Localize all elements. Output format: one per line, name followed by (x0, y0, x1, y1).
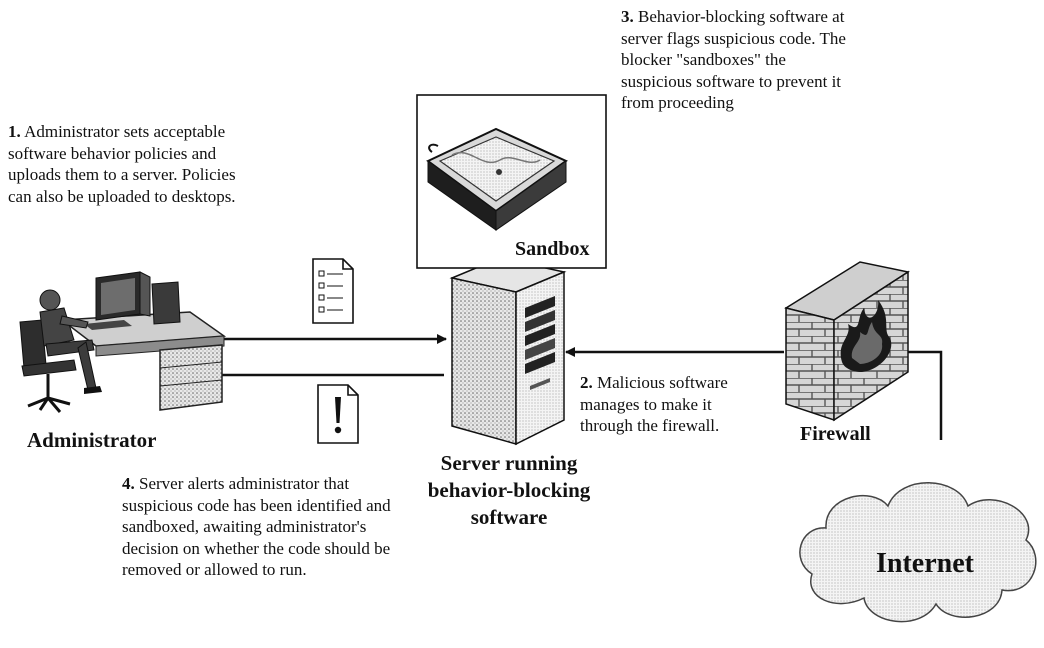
connector-internet-to-firewall (900, 350, 943, 440)
administrator-label: Administrator (27, 428, 157, 452)
step-1-caption: 1. Administrator sets acceptable softwar… (8, 121, 263, 207)
policy-document-icon (312, 258, 354, 324)
step-4-number: 4. (122, 474, 135, 493)
sandbox-tray-icon (426, 127, 568, 231)
step-1-text: Administrator sets acceptable software b… (8, 122, 236, 206)
administrator-workstation-icon (19, 271, 227, 413)
sandbox-label: Sandbox (515, 238, 590, 260)
step-3-text: Behavior-blocking software at server fla… (621, 7, 846, 112)
alert-document-icon (317, 384, 359, 444)
server-label: Server running behavior-blocking softwar… (427, 451, 591, 529)
step-3-caption: 3. Behavior-blocking software at server … (621, 6, 861, 114)
step-2-text: Malicious software manages to make it th… (580, 373, 728, 435)
internet-label: Internet (876, 548, 974, 579)
internet-cloud-icon (799, 482, 1037, 623)
step-2-number: 2. (580, 373, 593, 392)
step-3-number: 3. (621, 7, 634, 26)
firewall-label: Firewall (800, 423, 871, 445)
step-2-caption: 2. Malicious software manages to make it… (580, 372, 768, 437)
brick-firewall-icon (784, 261, 910, 422)
step-4-caption: 4. Server alerts administrator that susp… (122, 473, 402, 581)
step-1-number: 1. (8, 122, 21, 141)
step-4-text: Server alerts administrator that suspici… (122, 474, 391, 579)
server-tower-icon (449, 257, 567, 446)
